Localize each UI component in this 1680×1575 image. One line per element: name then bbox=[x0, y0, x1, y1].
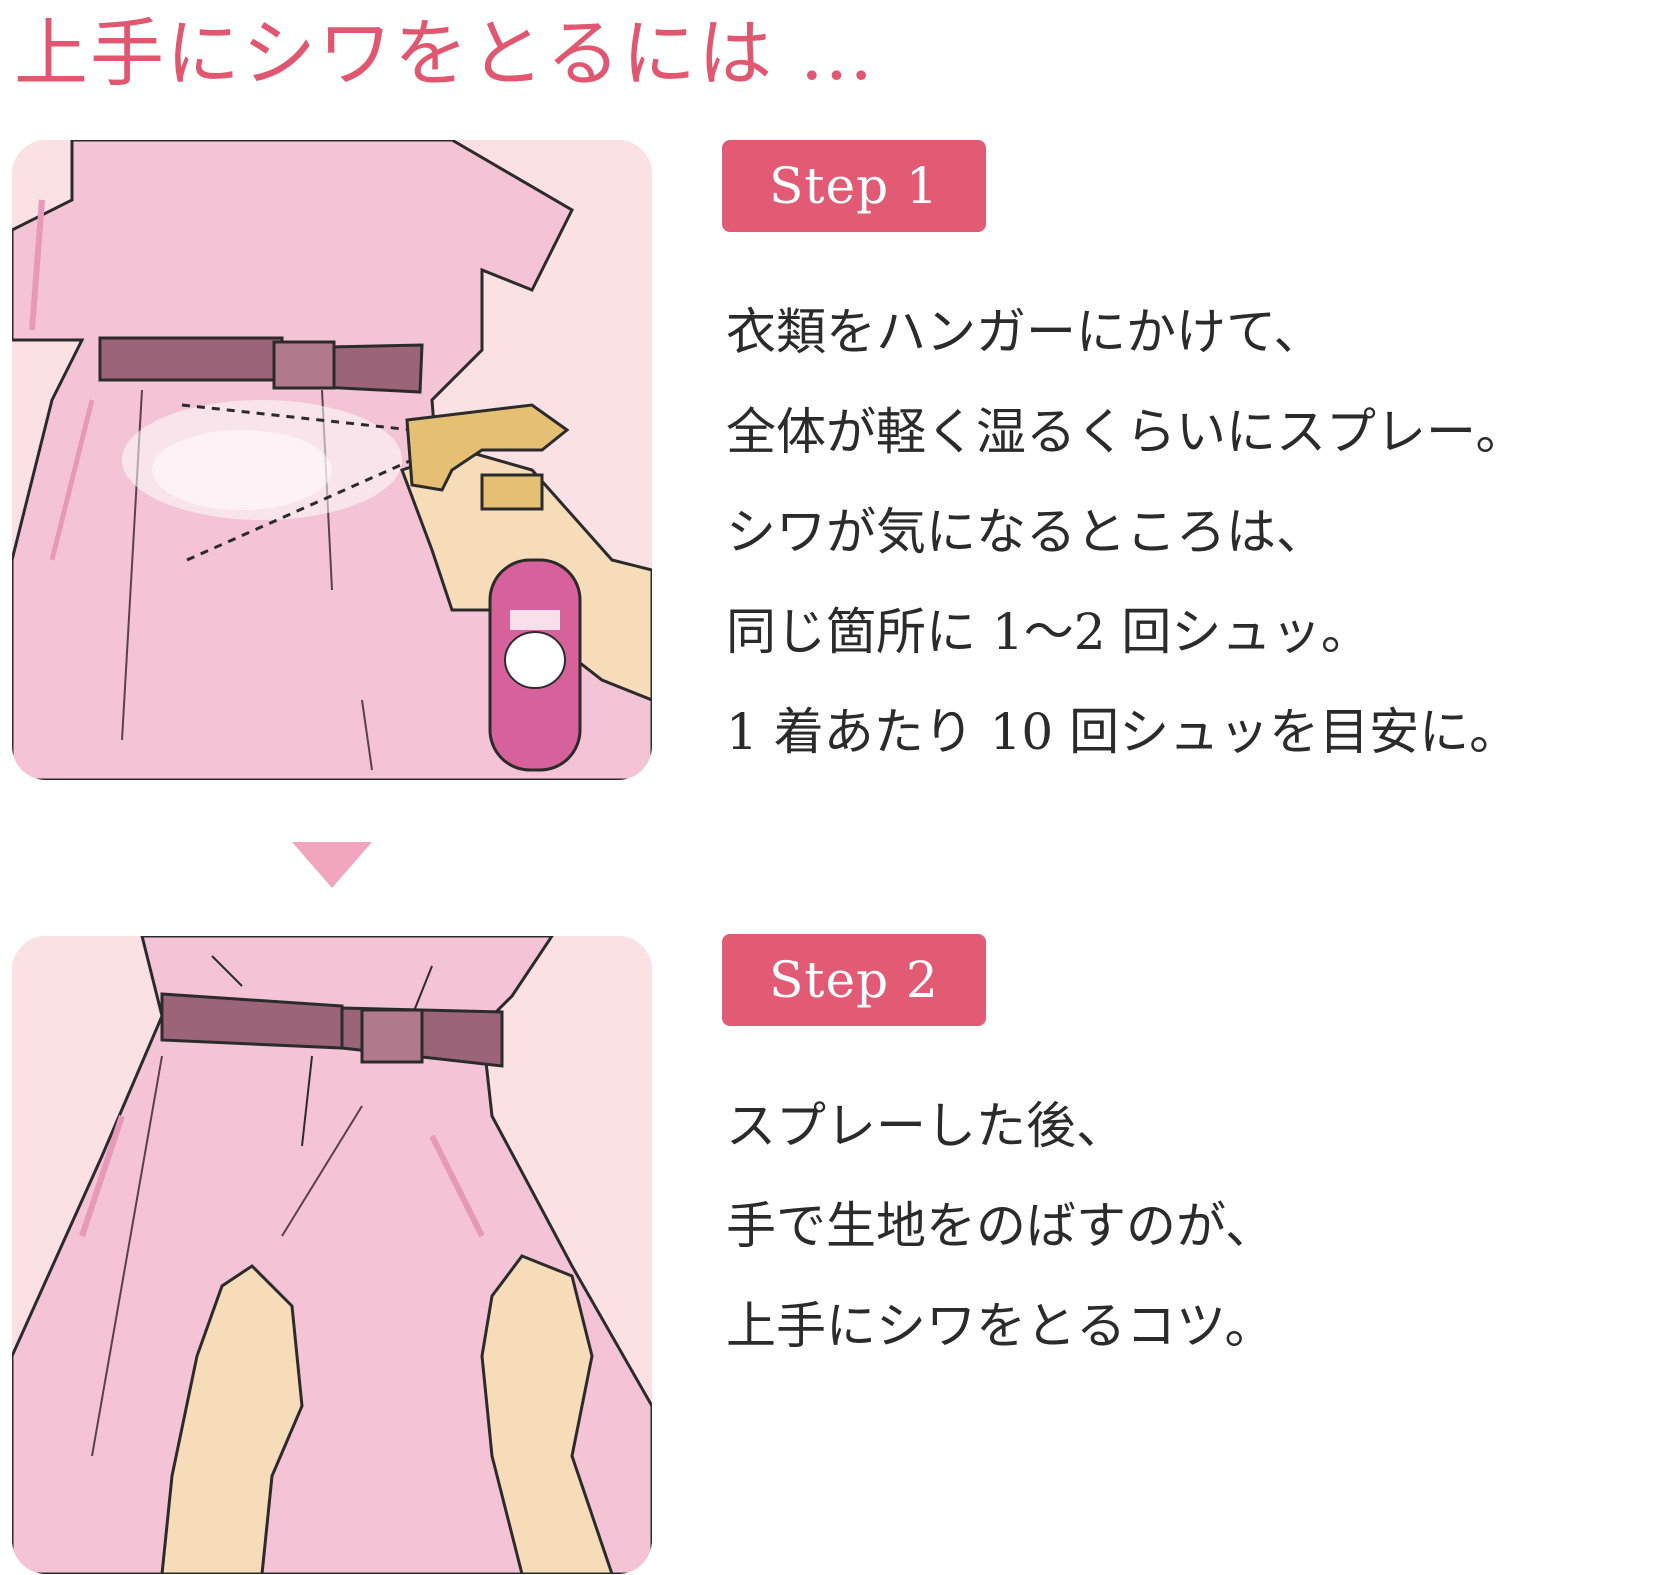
step2-line: スプレーした後、 bbox=[726, 1097, 1126, 1155]
step1-description: 衣類をハンガーにかけて、 全体が軽く湿るくらいにスプレー。 シワが気になるところ… bbox=[726, 282, 1666, 782]
down-arrow-icon bbox=[292, 842, 372, 888]
step2-description: スプレーした後、 手で生地をのばすのが、 上手にシワをとるコツ。 bbox=[726, 1076, 1666, 1376]
step2-badge: Step 2 bbox=[722, 934, 986, 1026]
step1-illustration bbox=[12, 140, 652, 780]
step2-illustration bbox=[12, 936, 652, 1574]
step2-line: 上手にシワをとるコツ。 bbox=[726, 1297, 1275, 1355]
step1-badge: Step 1 bbox=[722, 140, 986, 232]
page-title: 上手にシワをとるには … bbox=[14, 11, 876, 97]
step1-line: 1 着あたり 10 回シュッを目安に。 bbox=[726, 703, 1520, 761]
step1-line: シワが気になるところは、 bbox=[726, 503, 1326, 561]
step1-line: 全体が軽く湿るくらいにスプレー。 bbox=[726, 403, 1526, 461]
step2-line: 手で生地をのばすのが、 bbox=[726, 1197, 1275, 1255]
step1-line: 衣類をハンガーにかけて、 bbox=[726, 303, 1324, 361]
step1-line: 同じ箇所に 1～2 回シュッ。 bbox=[726, 603, 1371, 661]
